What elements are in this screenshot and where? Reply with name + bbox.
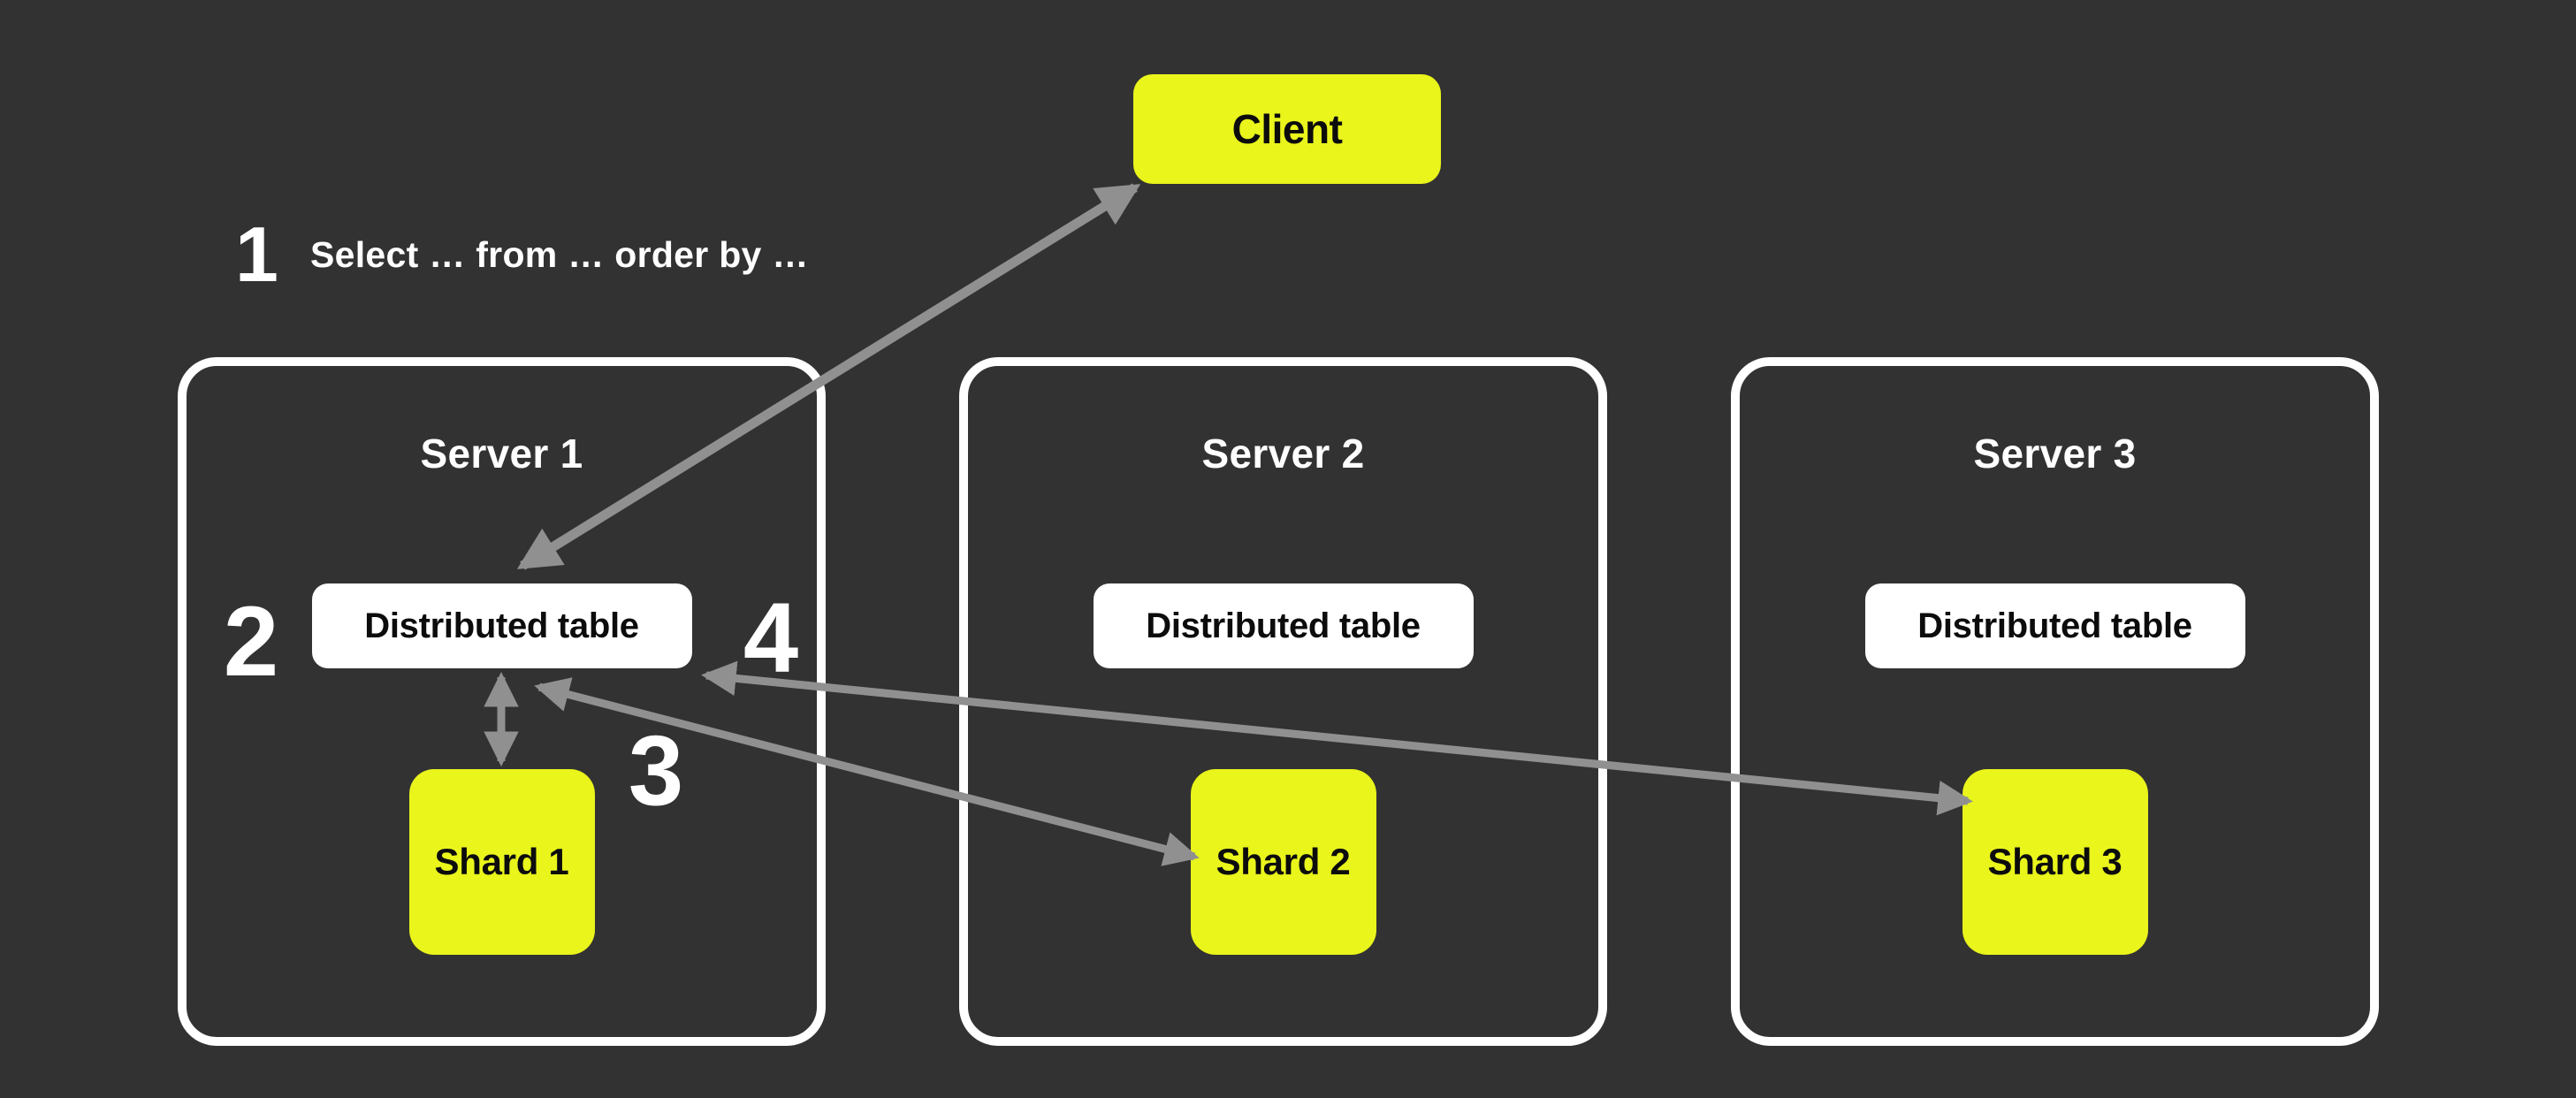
step4-label: 4 xyxy=(743,583,799,693)
step1-number: 1 xyxy=(235,210,278,298)
shard-1: Shard 1 xyxy=(408,769,595,955)
server3-title: Server 3 xyxy=(1973,431,2137,477)
distributed-table-3: Distributed table xyxy=(1864,583,2245,668)
step1-annotation: 1 Select … from … order by … xyxy=(235,210,809,298)
client-node: Client xyxy=(1133,74,1441,184)
distributed-table-1: Distributed table xyxy=(311,583,692,668)
step1-query-text: Select … from … order by … xyxy=(309,233,809,275)
distributed-table-2-label: Distributed table xyxy=(1146,606,1421,645)
distributed-table-2: Distributed table xyxy=(1093,583,1474,668)
shard-2: Shard 2 xyxy=(1190,769,1376,955)
step3-label: 3 xyxy=(628,715,684,826)
shard-3-label: Shard 3 xyxy=(1987,841,2123,882)
server2-title: Server 2 xyxy=(1201,431,1365,477)
distributed-table-3-label: Distributed table xyxy=(1917,606,2192,645)
server2-box: Server 2 Distributed table Shard 2 xyxy=(959,357,1607,1046)
server1-box: Server 1 Distributed table Shard 1 xyxy=(178,357,826,1046)
step2-label: 2 xyxy=(223,586,279,697)
server3-box: Server 3 Distributed table Shard 3 xyxy=(1731,357,2379,1046)
distributed-table-1-label: Distributed table xyxy=(364,606,639,645)
shard-2-label: Shard 2 xyxy=(1216,841,1351,882)
shard-3: Shard 3 xyxy=(1962,769,2148,955)
client-label: Client xyxy=(1231,106,1343,152)
server1-title: Server 1 xyxy=(420,431,583,477)
shard-1-label: Shard 1 xyxy=(434,841,569,882)
